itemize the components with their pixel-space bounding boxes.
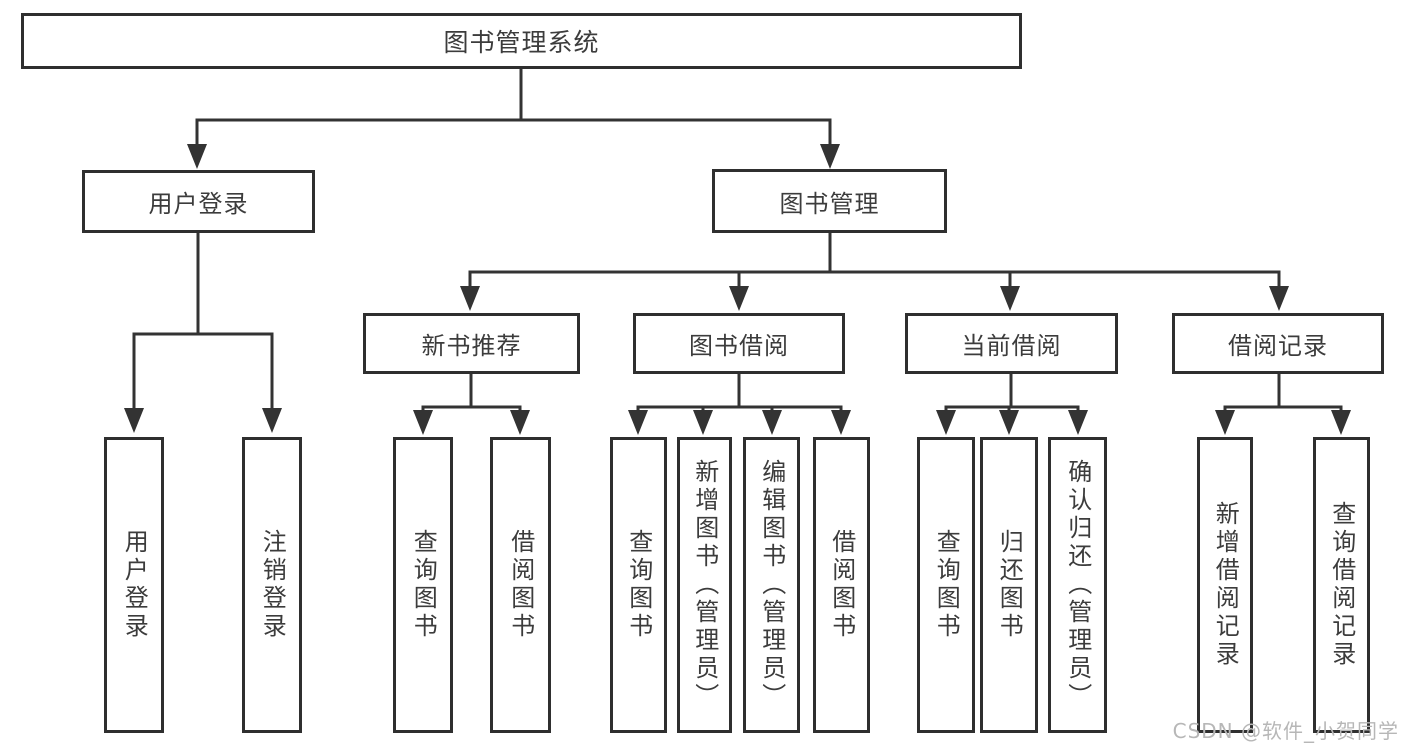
node-new-book-recommend-label: 新书推荐: [421, 332, 522, 360]
leaf-query-borrow-record: 查询借阅记录: [1313, 437, 1370, 733]
leaf-query-books-1-label: 查询图书: [409, 529, 438, 641]
leaf-edit-book-admin: 编辑图书（管理员）: [743, 437, 800, 733]
node-book-borrow-label: 图书借阅: [689, 332, 789, 360]
node-book-management-label: 图书管理: [779, 189, 880, 218]
connector-newbook-to-leaves: [413, 374, 530, 435]
node-borrow-records: 借阅记录: [1172, 313, 1384, 374]
leaf-query-books-3: 查询图书: [917, 437, 975, 733]
leaf-add-borrow-record-label: 新增借阅记录: [1211, 501, 1240, 669]
node-root-label: 图书管理系统: [443, 28, 600, 57]
leaf-return-books-label: 归还图书: [995, 529, 1024, 641]
leaf-edit-book-admin-label: 编辑图书（管理员）: [757, 459, 786, 711]
leaf-borrow-books-1-label: 借阅图书: [506, 529, 535, 641]
leaf-borrow-books-2: 借阅图书: [813, 437, 870, 733]
leaf-query-books-2-label: 查询图书: [624, 529, 653, 641]
leaf-add-book-admin: 新增图书（管理员）: [677, 437, 732, 733]
connector-root-to-level2: [187, 69, 840, 169]
node-current-borrow: 当前借阅: [905, 313, 1118, 374]
leaf-query-books-2: 查询图书: [610, 437, 667, 733]
connector-bookmgmt-to-level3: [460, 233, 1289, 311]
leaf-user-login: 用户登录: [104, 437, 164, 733]
node-root: 图书管理系统: [21, 13, 1022, 69]
leaf-confirm-return-admin: 确认归还（管理员）: [1048, 437, 1107, 733]
leaf-logout: 注销登录: [242, 437, 302, 733]
connector-bookborrow-to-leaves: [628, 374, 851, 435]
node-new-book-recommend: 新书推荐: [363, 313, 580, 374]
connector-currentborrow-to-leaves: [936, 374, 1088, 435]
leaf-query-books-1: 查询图书: [393, 437, 453, 733]
connector-records-to-leaves: [1215, 374, 1351, 435]
leaf-borrow-books-1: 借阅图书: [490, 437, 551, 733]
leaf-return-books: 归还图书: [980, 437, 1038, 733]
node-book-management: 图书管理: [712, 169, 947, 233]
csdn-watermark: CSDN @软件_小贺同学: [1172, 719, 1399, 743]
leaf-borrow-books-2-label: 借阅图书: [827, 529, 856, 641]
node-book-borrow: 图书借阅: [633, 313, 845, 374]
node-user-login-label: 用户登录: [148, 190, 249, 218]
leaf-logout-label: 注销登录: [258, 529, 287, 641]
connector-userlogin-to-leaves: [124, 233, 282, 433]
leaf-confirm-return-admin-label: 确认归还（管理员）: [1063, 459, 1092, 711]
leaf-query-books-3-label: 查询图书: [932, 529, 961, 641]
leaf-add-book-admin-label: 新增图书（管理员）: [690, 459, 719, 711]
node-user-login: 用户登录: [82, 170, 315, 233]
leaf-query-borrow-record-label: 查询借阅记录: [1327, 501, 1356, 669]
node-current-borrow-label: 当前借阅: [961, 332, 1062, 360]
node-borrow-records-label: 借阅记录: [1228, 332, 1328, 360]
leaf-user-login-label: 用户登录: [120, 529, 149, 641]
leaf-add-borrow-record: 新增借阅记录: [1197, 437, 1253, 733]
